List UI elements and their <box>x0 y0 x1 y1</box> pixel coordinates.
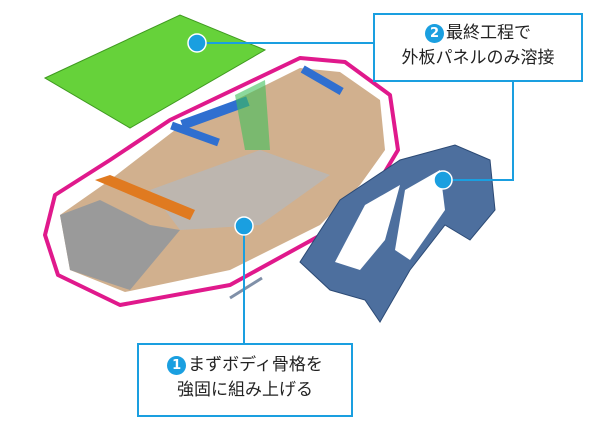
callout-1-line1: まずボディ骨格を <box>188 355 323 375</box>
callout-1-line2: 強固に組み上げる <box>177 380 313 400</box>
body-frame-outline <box>43 56 400 307</box>
body-frame <box>60 65 385 292</box>
marker-dot-frame <box>234 216 254 236</box>
marker-dot-side <box>433 170 453 190</box>
marker-dot-roof <box>187 33 207 53</box>
connector-2b <box>443 81 514 181</box>
side-outer-panel <box>299 144 496 323</box>
number-badge-1: 1 <box>167 356 187 375</box>
callout-2-line2: 外板パネルのみ溶接 <box>401 48 555 68</box>
callout-2-line1: 最終工程で <box>446 23 531 43</box>
number-badge-2: 2 <box>425 24 444 43</box>
